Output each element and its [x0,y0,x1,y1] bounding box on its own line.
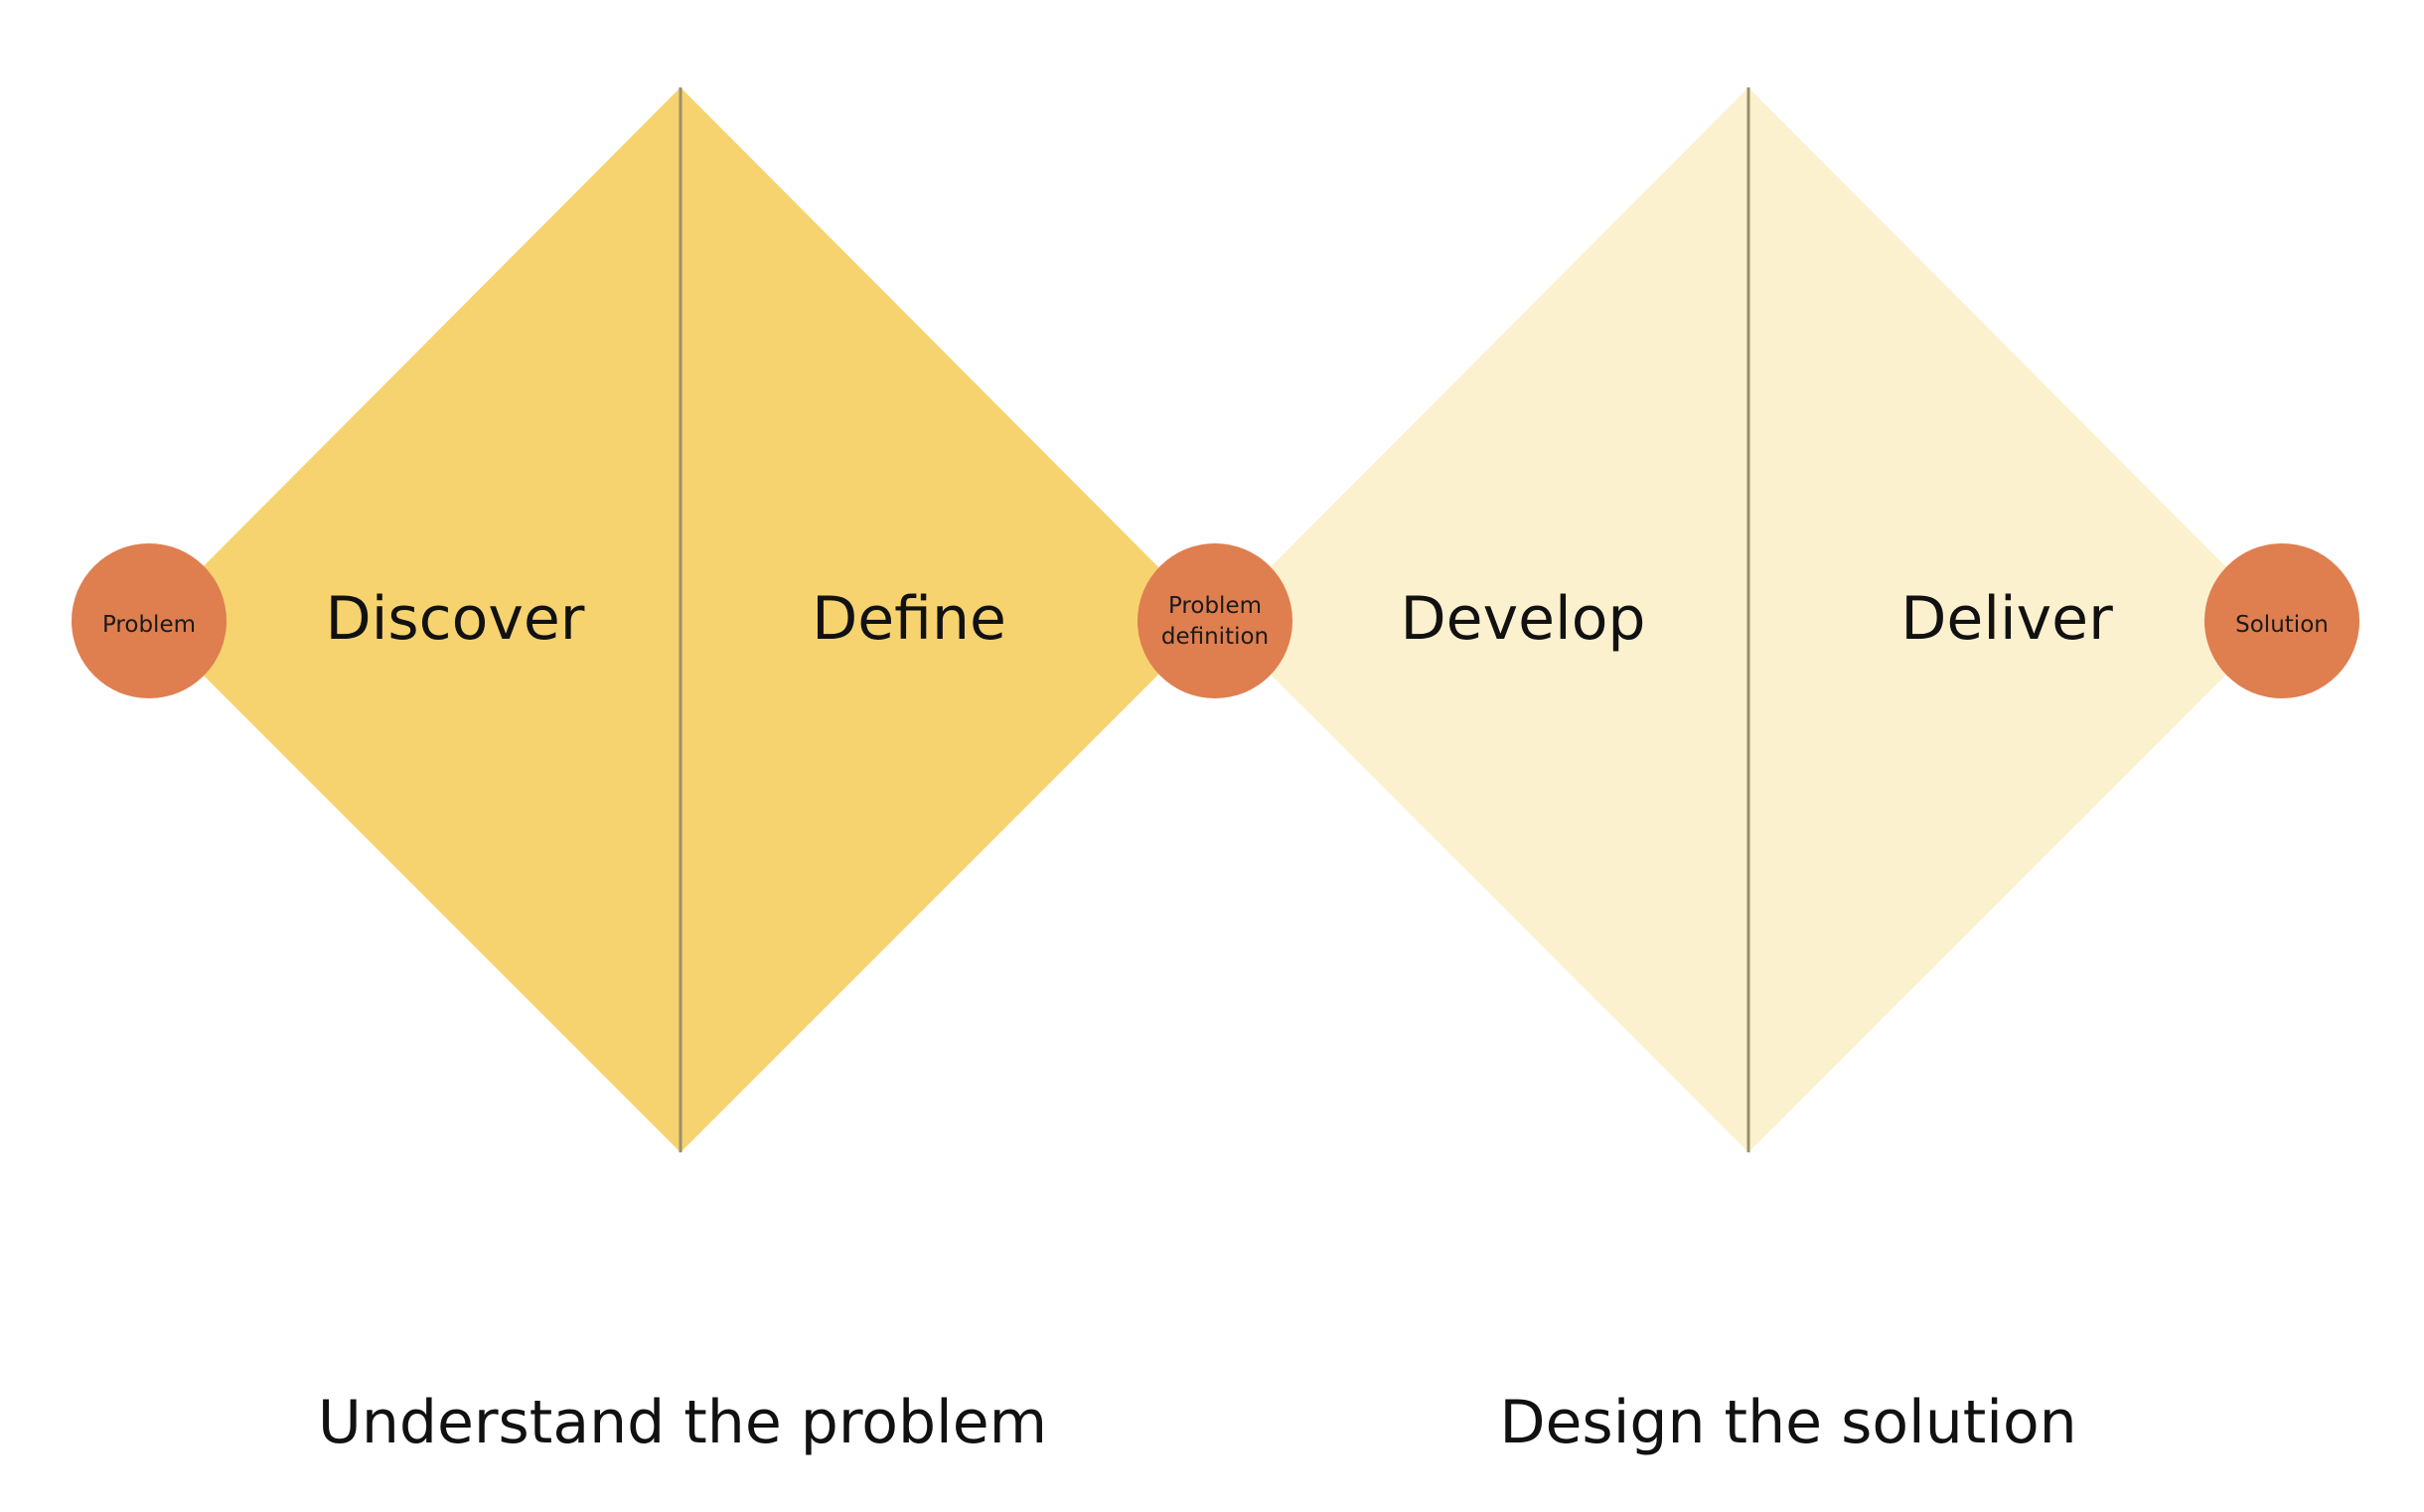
node-problem-definition-label-line2: definition [1161,624,1269,650]
phase-label-develop: Develop [1400,584,1645,654]
phase-label-define: Define [812,584,1006,654]
diamond-design: Develop Deliver [1217,87,2280,1152]
node-solution-label: Solution [2235,612,2329,638]
caption-understand-the-problem: Understand the problem [318,1388,1047,1457]
node-solution: Solution [2204,543,2359,698]
node-problem: Problem [72,543,227,698]
node-problem-label: Problem [102,612,196,638]
phase-label-discover: Discover [326,584,585,654]
node-problem-definition: Problem definition [1137,543,1292,698]
caption-design-the-solution: Design the solution [1499,1388,2076,1457]
node-problem-definition-circle [1137,543,1292,698]
node-solution-circle [2204,543,2359,698]
node-problem-circle [72,543,227,698]
phase-label-deliver: Deliver [1900,584,2113,654]
diamond-understand: Discover Define [149,87,1212,1152]
node-problem-definition-label-line1: Problem [1168,593,1262,619]
